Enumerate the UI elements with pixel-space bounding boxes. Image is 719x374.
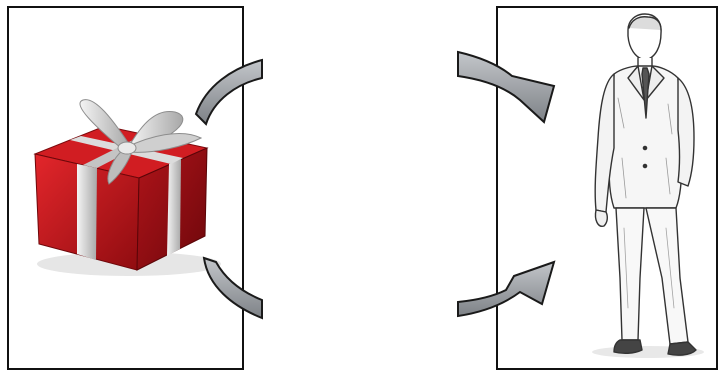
- arrow-left-bottom-icon: [202, 256, 263, 320]
- arrow-right-top-icon: [457, 50, 556, 124]
- left-panel: [7, 6, 244, 370]
- right-panel: [496, 6, 718, 370]
- man-in-suit-icon: [592, 13, 704, 358]
- gift-box-icon: [33, 99, 221, 276]
- arrow-left-top-icon: [194, 58, 263, 126]
- arrow-right-bottom-icon: [457, 260, 556, 318]
